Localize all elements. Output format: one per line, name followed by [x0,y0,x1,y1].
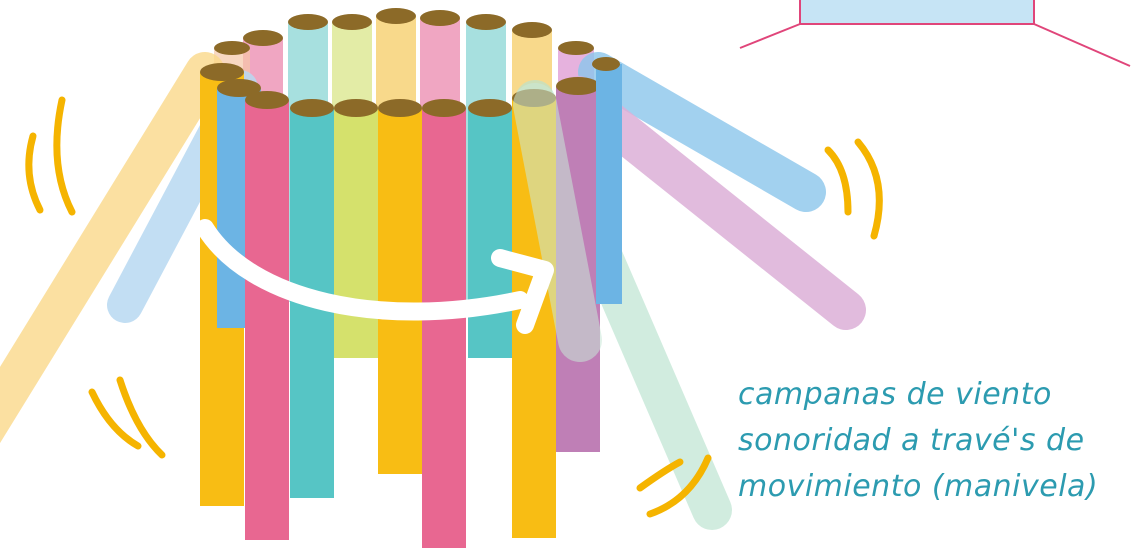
caption: campanas de viento sonoridad a travé's d… [738,372,1137,510]
front-tube [334,108,378,358]
caption-line: movimiento (manivela) [738,464,1137,510]
caption-line: sonoridad a travé's de [738,418,1137,464]
caption-line: campanas de viento [738,372,1137,418]
front-tube [596,64,622,304]
front-tube [378,108,422,474]
front-tube [468,108,512,358]
frame-sketch [740,0,1130,66]
front-tube [422,108,466,548]
front-tube [245,100,289,540]
